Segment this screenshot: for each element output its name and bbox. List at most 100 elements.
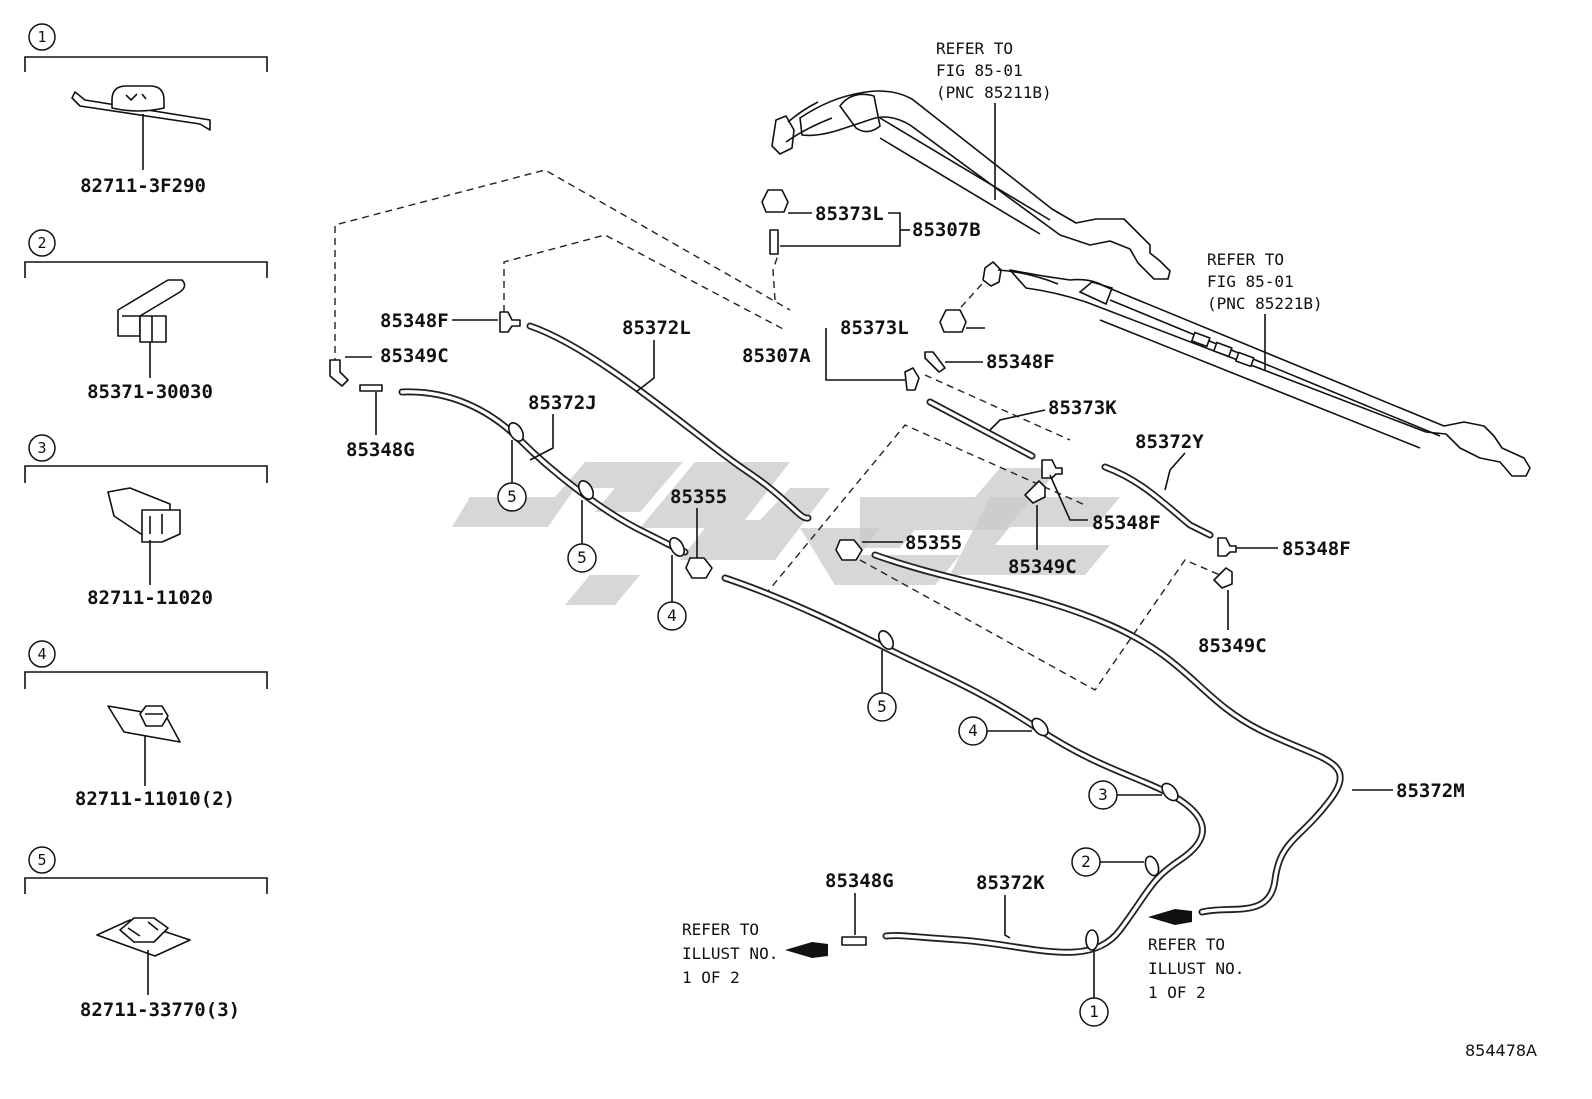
grommet-85373L-icon bbox=[761, 189, 789, 213]
clip-ring-icon bbox=[1085, 929, 1099, 951]
legend-item-1: 1 82711-3F290 bbox=[24, 23, 268, 197]
legend-part-number: 82711-33770(3) bbox=[80, 999, 240, 1021]
label-85355-a: 85355 bbox=[670, 486, 727, 508]
svg-text:REFER TO: REFER TO bbox=[1148, 935, 1225, 954]
callout-bubble: 5 bbox=[497, 482, 527, 512]
legend-part-number: 82711-3F290 bbox=[80, 175, 206, 197]
label-85348F-b: 85348F bbox=[986, 351, 1055, 373]
legend-part-number: 82711-11020 bbox=[87, 587, 213, 609]
ref-note-illust-left: REFER TO ILLUST NO. 1 OF 2 bbox=[682, 920, 778, 987]
svg-text:1 OF 2: 1 OF 2 bbox=[1148, 983, 1206, 1002]
callout-bubble: 5 bbox=[867, 692, 897, 722]
callout-bubble: 1 bbox=[1079, 997, 1109, 1027]
legend-number: 5 bbox=[37, 851, 46, 869]
hose-85372M bbox=[871, 551, 1344, 916]
legend-number-bubble bbox=[28, 434, 56, 462]
legend-number: 3 bbox=[37, 439, 46, 457]
svg-text:ILLUST NO.: ILLUST NO. bbox=[1148, 959, 1244, 978]
label-85349C-b: 85349C bbox=[1008, 556, 1077, 578]
clip-ring-icon bbox=[877, 630, 895, 650]
label-85373K: 85373K bbox=[1048, 397, 1117, 419]
legend-number-bubble bbox=[28, 640, 56, 668]
svg-text:5: 5 bbox=[507, 487, 517, 506]
callout-bubble: 3 bbox=[1088, 780, 1118, 810]
check-valve-85355-icon bbox=[835, 539, 863, 561]
label-85372L: 85372L bbox=[622, 317, 691, 339]
elbow-85349C-icon bbox=[1213, 567, 1233, 589]
callout-bubble: 4 bbox=[657, 601, 687, 631]
clip-ring-icon bbox=[1144, 855, 1160, 877]
check-valve-85355-icon bbox=[685, 557, 713, 579]
part-labels: 85373L 85307B 85348F 85372L 85373L 85307… bbox=[346, 203, 1465, 894]
label-85348G-a: 85348G bbox=[346, 439, 415, 461]
legend-item-3: 3 82711-11020 bbox=[24, 434, 268, 609]
clip-ring-icon bbox=[668, 537, 686, 557]
svg-text:FIG 85-01: FIG 85-01 bbox=[936, 61, 1023, 80]
label-85373L-mid: 85373L bbox=[840, 317, 909, 339]
figure-id: 854478A bbox=[1465, 1041, 1537, 1060]
joint-85307B-icon bbox=[769, 229, 779, 255]
ref-note-illust-right: REFER TO ILLUST NO. 1 OF 2 bbox=[1148, 935, 1244, 1002]
legend-item-5: 5 82711-33770(3) bbox=[24, 846, 268, 1021]
clip-82711-11020-icon bbox=[107, 487, 181, 543]
label-85348G-b: 85348G bbox=[825, 870, 894, 892]
label-85349C-c: 85349C bbox=[1198, 635, 1267, 657]
label-85307A: 85307A bbox=[742, 345, 811, 367]
joint-85348G-icon bbox=[841, 936, 867, 946]
legend-number-bubble bbox=[28, 846, 56, 874]
hose-85372L bbox=[526, 322, 812, 522]
clip-82711-11010-icon bbox=[107, 705, 181, 743]
clip-82711-3f290-icon bbox=[71, 85, 211, 131]
svg-text:(PNC 85221B): (PNC 85221B) bbox=[1207, 294, 1323, 313]
label-85349C-a: 85349C bbox=[380, 345, 449, 367]
svg-text:REFER TO: REFER TO bbox=[936, 39, 1013, 58]
callout-bubble: 2 bbox=[1071, 847, 1101, 877]
callout-bubble: 5 bbox=[567, 543, 597, 573]
wiper-arm-right bbox=[982, 261, 1531, 477]
arrows bbox=[785, 909, 1192, 958]
grommet-85373L-icon bbox=[939, 309, 967, 333]
reference-notes: REFER TO FIG 85-01 (PNC 85211B) REFER TO… bbox=[682, 39, 1323, 1002]
legend: 1 82711-3F290 2 85371-30030 bbox=[24, 23, 268, 1021]
legend-part-number: 82711-11010(2) bbox=[75, 788, 235, 810]
label-85348F-c: 85348F bbox=[1092, 512, 1161, 534]
callout-bubble: 4 bbox=[958, 716, 988, 746]
watermark-logo bbox=[452, 462, 1120, 605]
hose-85372Y bbox=[1101, 463, 1214, 539]
label-85372Y: 85372Y bbox=[1135, 431, 1204, 453]
tee-85348F-icon bbox=[499, 311, 521, 333]
svg-text:REFER TO: REFER TO bbox=[682, 920, 759, 939]
legend-number: 1 bbox=[37, 28, 46, 46]
svg-text:1: 1 bbox=[1089, 1002, 1099, 1021]
label-85372K: 85372K bbox=[976, 872, 1045, 894]
tee-85348F-icon bbox=[1217, 537, 1237, 557]
label-85355-b: 85355 bbox=[905, 532, 962, 554]
label-85372J: 85372J bbox=[528, 392, 597, 414]
svg-text:5: 5 bbox=[577, 548, 587, 567]
clip-ring-icon bbox=[1161, 782, 1179, 802]
svg-text:5: 5 bbox=[877, 697, 887, 716]
joint-85307A-icon bbox=[904, 367, 920, 391]
legend-number: 4 bbox=[37, 645, 46, 663]
elbow-85349C-icon bbox=[329, 359, 349, 387]
legend-number-bubble bbox=[28, 23, 56, 51]
legend-number: 2 bbox=[37, 234, 46, 252]
svg-text:4: 4 bbox=[968, 721, 978, 740]
ref-note-wiper-arm-right: REFER TO FIG 85-01 (PNC 85221B) bbox=[1207, 250, 1323, 313]
label-85372M: 85372M bbox=[1396, 780, 1465, 802]
svg-text:4: 4 bbox=[667, 606, 677, 625]
label-85348F-a: 85348F bbox=[380, 310, 449, 332]
clip-82711-33770-icon bbox=[96, 917, 191, 957]
hose-85373K bbox=[926, 398, 1036, 460]
fittings bbox=[329, 189, 1237, 946]
hose-85372J bbox=[398, 388, 689, 556]
legend-number-bubble bbox=[28, 229, 56, 257]
label-85373L-top: 85373L bbox=[815, 203, 884, 225]
svg-text:FIG 85-01: FIG 85-01 bbox=[1207, 272, 1294, 291]
hose-85372K-main bbox=[721, 574, 1206, 956]
clip-ring-icon bbox=[1031, 717, 1049, 737]
clip-85371-30030-icon bbox=[117, 279, 186, 343]
label-85348F-d: 85348F bbox=[1282, 538, 1351, 560]
callout-leaders bbox=[345, 103, 1393, 998]
